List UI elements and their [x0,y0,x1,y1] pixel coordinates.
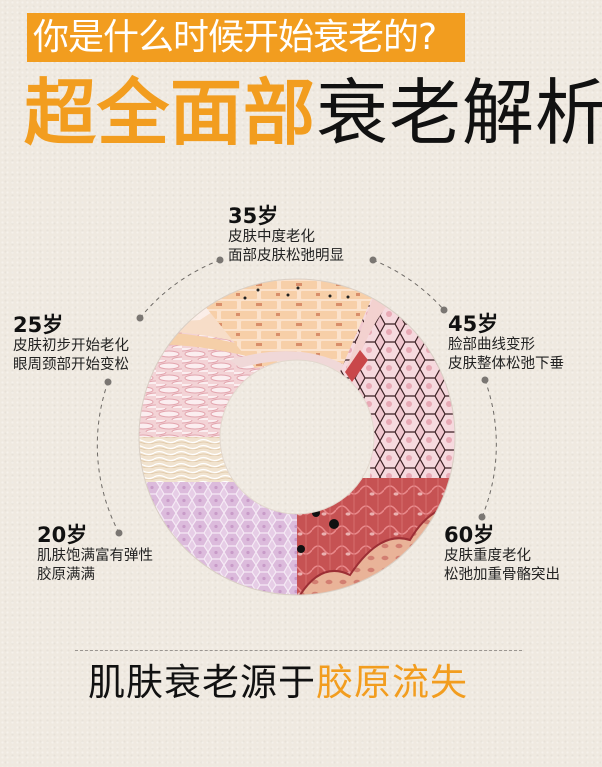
stage-25: 25岁 皮肤初步开始老化 眼周颈部开始变松 [13,313,129,375]
conclusion-text: 肌肤衰老源于胶原流失 [88,660,468,706]
title-rest: 衰老解析 [316,71,602,155]
stage-45: 45岁 脸部曲线变形 皮肤整体松弛下垂 [448,312,564,374]
segment-60 [297,478,455,595]
segment-45 [340,279,455,478]
title-highlight: 超全面部 [24,71,317,155]
conclusion-highlight: 胶原流失 [316,661,468,704]
segment-25 [138,300,297,437]
stage-desc: 肌肤饱满富有弹性 [37,548,153,564]
dashed-divider [75,650,522,651]
page-title: 超全面部衰老解析 [24,70,602,156]
stage-desc: 皮肤中度老化 [228,229,315,245]
question-text: 你是什么时候开始衰老的? [33,17,437,58]
timeline-dashed-arcs [96,259,497,534]
stage-desc: 皮肤重度老化 [444,548,531,564]
stage-desc: 胶原满满 [37,567,95,583]
stage-desc: 眼周颈部开始变松 [13,357,129,373]
stage-60: 60岁 皮肤重度老化 松弛加重骨骼突出 [444,523,560,585]
stage-age: 60岁 [444,523,495,547]
stage-age: 20岁 [37,523,88,547]
stage-desc: 松弛加重骨骼突出 [444,567,560,583]
stage-20: 20岁 肌肤饱满富有弹性 胶原满满 [37,523,153,585]
stage-age: 35岁 [228,204,279,228]
stage-age: 25岁 [13,313,64,337]
segment-35 [200,279,380,372]
stage-desc: 皮肤初步开始老化 [13,338,129,354]
stage-age: 45岁 [448,312,499,336]
stage-desc: 面部皮肤松弛明显 [228,248,344,264]
stage-desc: 脸部曲线变形 [448,337,535,353]
timeline-dots [104,256,489,537]
conclusion-dark: 肌肤衰老源于 [88,661,316,704]
stage-desc: 皮肤整体松弛下垂 [448,356,564,372]
stage-35: 35岁 皮肤中度老化 面部皮肤松弛明显 [228,204,344,266]
segment-20 [138,437,297,595]
question-banner: 你是什么时候开始衰老的? [27,13,465,62]
